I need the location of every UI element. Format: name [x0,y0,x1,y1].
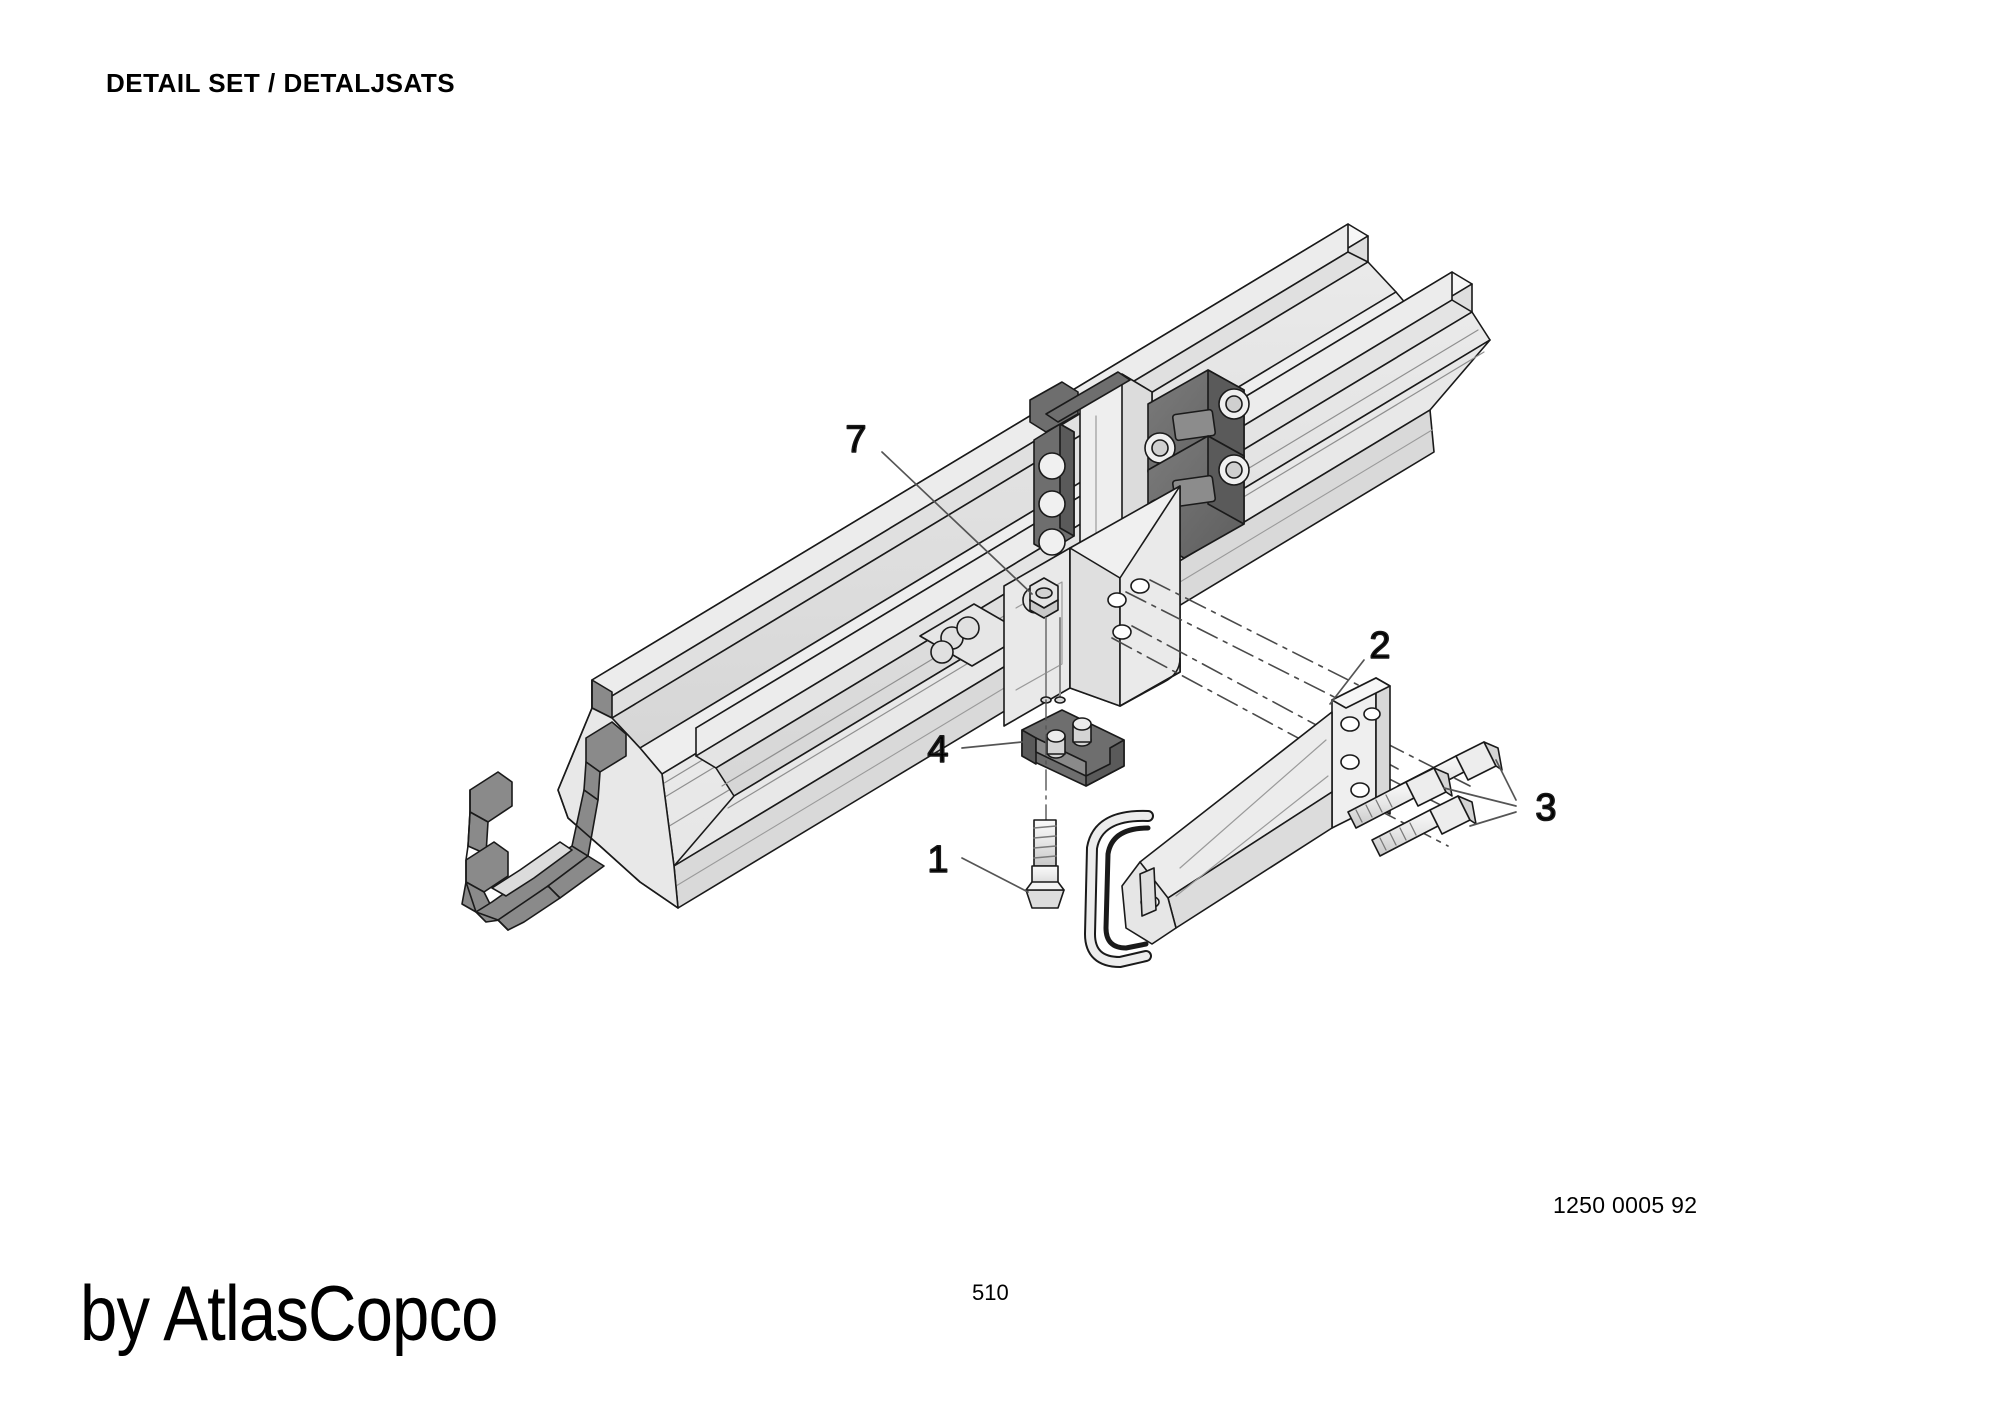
hex-head-bolts-set [1347,741,1503,857]
brand-logo: by AtlasCopco [80,1269,498,1357]
callout-1: 1 [927,839,948,881]
hex-head-bolt-long [1025,819,1065,909]
support-bracket-body [919,485,1181,727]
callout-numbers: 7 2 3 4 1 [845,418,1558,882]
bail-handle [1084,809,1157,968]
page-title: DETAIL SET / DETALJSATS [106,68,456,98]
page-number: 510 [972,1280,1009,1305]
hex-bolt [1347,767,1453,829]
callout-leader-lines [881,451,1517,893]
drawing-number: 1250 0005 92 [1553,1192,1698,1218]
hex-bolt [1371,795,1477,857]
callout-3: 3 [1535,787,1556,829]
callout-7: 7 [845,419,866,461]
clamp-fastener-nut [1029,577,1059,619]
callout-2: 2 [1369,625,1390,667]
channel-nut-clamp [1021,709,1125,787]
callout-4: 4 [927,729,948,771]
